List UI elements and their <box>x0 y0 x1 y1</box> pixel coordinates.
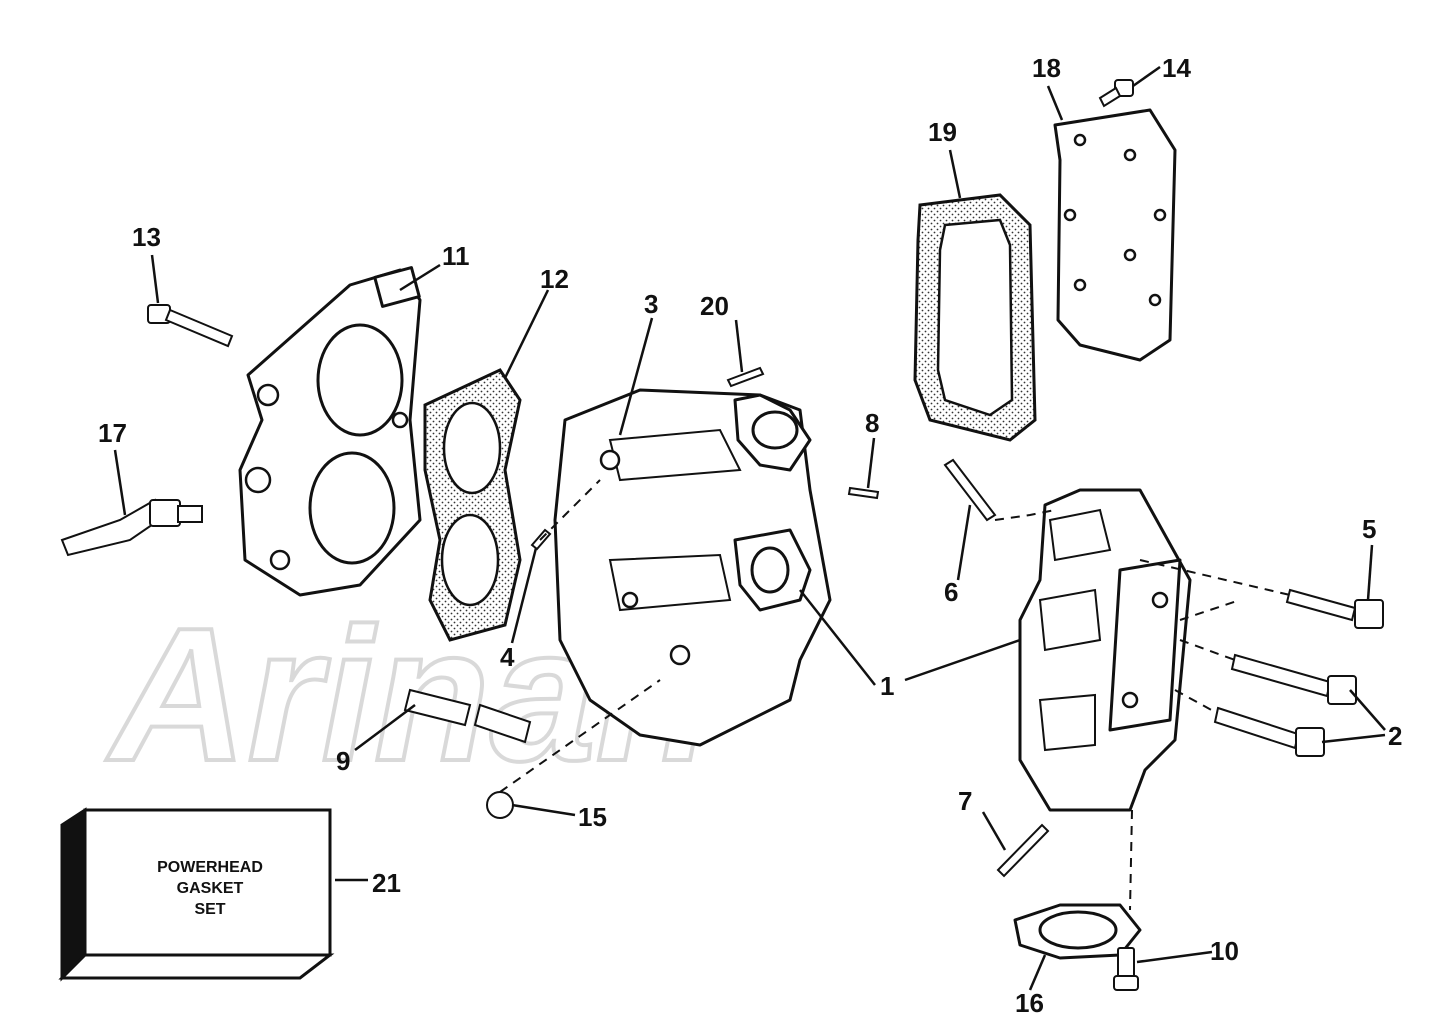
pin-part-8 <box>847 486 880 500</box>
gasket-set-line-3: SET <box>194 901 225 918</box>
alignment-lines <box>499 479 1291 911</box>
callout-12: 12 <box>540 264 569 294</box>
callout-20: 20 <box>700 291 729 321</box>
crankcase-half-part-1 <box>1018 488 1192 812</box>
callout-6: 6 <box>944 577 958 607</box>
gasket-set-line-2: GASKET <box>177 880 244 897</box>
callout-10: 10 <box>1210 936 1239 966</box>
sleeve-part-9 <box>403 688 532 744</box>
plug-part-15 <box>486 791 514 819</box>
callout-11: 11 <box>442 241 470 271</box>
callout-2: 2 <box>1388 721 1402 751</box>
callout-4: 4 <box>500 642 515 672</box>
cover-screw-part-14 <box>1098 79 1134 108</box>
bolt-part-2-lower <box>1213 706 1325 757</box>
gasket-set-box-part-21: POWERHEAD GASKET SET <box>58 807 335 982</box>
callout-21: 21 <box>372 868 401 898</box>
callout-18: 18 <box>1032 53 1061 83</box>
gasket-set-line-1: POWERHEAD <box>157 859 263 876</box>
callout-8: 8 <box>865 408 879 438</box>
pin-part-7 <box>996 823 1050 878</box>
bearing-cover-part-16 <box>1013 903 1142 960</box>
head-gasket-part-12 <box>423 368 522 642</box>
callout-9: 9 <box>336 746 350 776</box>
callout-3: 3 <box>644 289 658 319</box>
cover-plate-part-18 <box>1053 108 1177 362</box>
spark-plug-part-17 <box>60 498 203 557</box>
callout-7: 7 <box>958 786 972 816</box>
cover-gasket-part-19 <box>913 193 1037 442</box>
callout-17: 17 <box>98 418 127 448</box>
cylinder-block-part-1 <box>553 388 832 747</box>
callout-5: 5 <box>1362 514 1376 544</box>
callout-14: 14 <box>1162 53 1191 83</box>
pin-part-6 <box>943 458 997 522</box>
leader-lines <box>113 65 1386 991</box>
callout-16: 16 <box>1015 988 1044 1018</box>
dowel-pin-part-20 <box>726 366 765 388</box>
callout-1: 1 <box>880 671 894 701</box>
callout-labels: 1 2 3 4 5 6 7 8 9 10 11 12 13 14 15 16 1… <box>98 53 1402 1018</box>
screw-part-10 <box>1113 947 1139 991</box>
callout-13: 13 <box>132 222 161 252</box>
head-bolt-part-13 <box>147 304 234 348</box>
callout-19: 19 <box>928 117 957 147</box>
bolt-part-2-upper <box>1230 653 1357 705</box>
callout-15: 15 <box>578 802 607 832</box>
cylinder-head-part-11 <box>238 266 422 597</box>
